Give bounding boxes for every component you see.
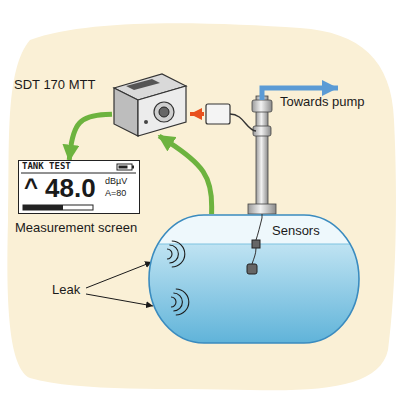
- trend-symbol: ^: [24, 174, 38, 200]
- leak-leader: [86, 262, 152, 288]
- junction-box: [206, 104, 230, 124]
- leak-leader: [86, 294, 153, 306]
- signal-arrow: [69, 114, 112, 160]
- measurement-display: TANK TEST^48.0dBµVA=80Measurement screen: [18, 160, 140, 214]
- amplification: A=80: [105, 189, 126, 199]
- signal-arrow: [159, 136, 212, 214]
- sensor-wire: [230, 114, 256, 131]
- sensor-label: Sensors: [272, 224, 320, 238]
- storage-tank-art: [148, 214, 360, 344]
- analyzer-device: SDT 170 MTT: [112, 72, 188, 136]
- background-blob: [7, 23, 396, 390]
- pump-label: Towards pump: [280, 95, 365, 109]
- tank-flange: [248, 204, 276, 214]
- storage-tank: Sensors: [148, 214, 360, 344]
- screen-title: TANK TEST: [22, 162, 71, 172]
- signal-arrow: [190, 112, 204, 116]
- reading-value: 48.0: [45, 174, 96, 203]
- leak-label: Leak: [52, 283, 80, 297]
- device-name: SDT 170 MTT: [14, 78, 95, 92]
- analyzer-device-art: [112, 72, 188, 136]
- screen-caption: Measurement screen: [15, 221, 137, 235]
- pipe: [256, 96, 268, 208]
- pipe-fitting: [252, 100, 272, 112]
- reading-unit: dBµV: [105, 177, 127, 187]
